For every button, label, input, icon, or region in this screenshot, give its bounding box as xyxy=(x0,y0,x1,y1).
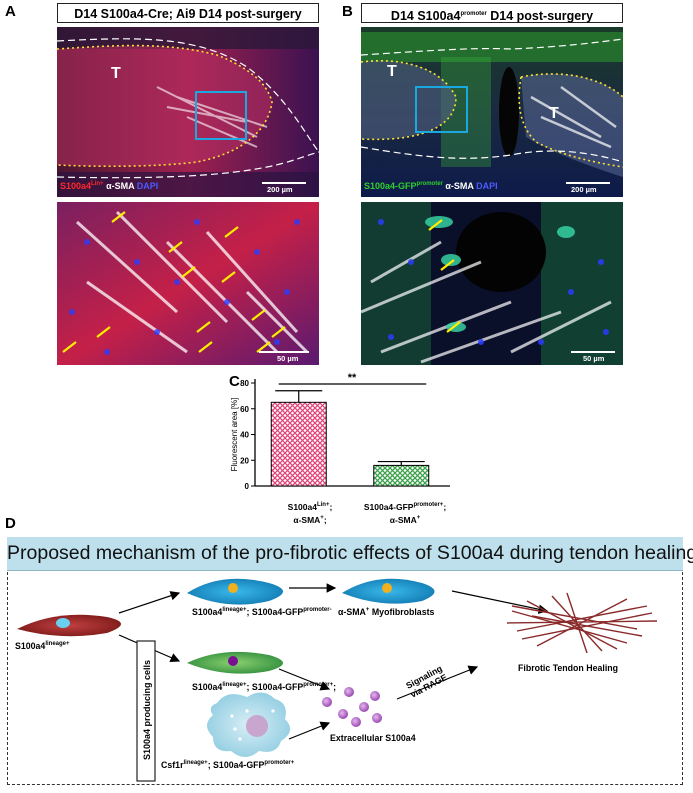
legend-sma: α-SMA xyxy=(106,181,135,191)
blue-fibroblast-icon xyxy=(187,578,283,605)
y-tick-label: 0 xyxy=(245,482,250,491)
bar-1 xyxy=(270,401,327,487)
panel-a-bottom-micrograph xyxy=(57,202,319,365)
mechanism-title: Proposed mechanism of the pro-fibrotic e… xyxy=(7,542,693,564)
label-outcome: Fibrotic Tendon Healing xyxy=(518,663,619,673)
producing-cells-box xyxy=(136,640,156,782)
label-macrophage: Csf1rlineage+; S100a4-GFPpromoter+ xyxy=(161,760,295,770)
panel-b-top-micrograph xyxy=(361,27,623,197)
category-label-1: S100a4Lin+; α-SMA+; xyxy=(287,501,333,525)
arrow-icons xyxy=(62,211,286,353)
tendon-label: T xyxy=(111,65,121,82)
significance-stars: ** xyxy=(348,372,357,384)
legend-dapi: DAPI xyxy=(136,181,159,191)
scale-bar xyxy=(571,351,615,353)
panel-a-letter: A xyxy=(5,3,16,20)
y-tick-label: 80 xyxy=(240,379,249,388)
fibrotic-fibers-icon xyxy=(506,592,658,654)
tendon-label-left: T xyxy=(387,63,397,80)
macrophage-icon xyxy=(207,692,291,757)
y-tick-label: 20 xyxy=(240,456,249,465)
mechanism-diagram xyxy=(17,578,658,782)
bar-2 xyxy=(373,464,430,487)
panel-c-letter: C xyxy=(229,373,240,390)
label-green-cell: S100a4lineage+; S100a4-GFPpromoter+; xyxy=(192,682,337,692)
lineage-cell-icon xyxy=(17,614,121,637)
scale-label: 50 µm xyxy=(277,354,299,363)
panel-a-title: D14 S100a4-Cre; Ai9 D14 post-surgery xyxy=(57,3,319,23)
scale-label: 200 µm xyxy=(267,185,293,194)
panel-b-top-image: T T S100a4-GFPpromoter α-SMA DAPI 200 µm xyxy=(361,27,623,197)
panel-a-top-micrograph xyxy=(57,27,319,197)
panel-a-top-image: T S100a4Lin+ α-SMA DAPI 200 µm xyxy=(57,27,319,197)
legend-dapi: DAPI xyxy=(476,181,498,191)
legend-marker-green: S100a4-GFPpromoter xyxy=(364,181,443,191)
panel-a-legend: S100a4Lin+ α-SMA DAPI xyxy=(60,181,158,191)
panel-b-bottom-micrograph xyxy=(361,202,623,365)
label-blue-cell: S100a4lineage+; S100a4-GFPpromoter- xyxy=(192,607,332,617)
panel-b-legend: S100a4-GFPpromoter α-SMA DAPI xyxy=(364,181,498,191)
y-tick-label: 40 xyxy=(240,431,249,440)
category-label-2: S100a4-GFPpromoter+; α-SMA+ xyxy=(363,501,447,525)
label-producing-cells: S100a4 producing cells xyxy=(142,659,152,761)
scale-bar xyxy=(259,351,309,353)
y-tick-label: 60 xyxy=(240,405,249,414)
scale-label: 200 µm xyxy=(571,185,597,194)
y-axis-label: Fluorescent area [%] xyxy=(230,398,239,472)
green-fibroblast-icon xyxy=(187,651,283,674)
panel-b-bottom-image: 50 µm xyxy=(361,202,623,365)
tendon-label-right: T xyxy=(549,105,559,122)
mechanism-banner: Proposed mechanism of the pro-fibrotic e… xyxy=(7,537,693,571)
legend-marker-red: S100a4Lin+ xyxy=(60,181,104,191)
scale-bar xyxy=(566,182,610,184)
panel-b-title: D14 S100a4promoter D14 post-surgery xyxy=(361,3,623,23)
panel-a-bottom-image: 50 µm xyxy=(57,202,319,365)
panel-d-letter: D xyxy=(5,515,16,532)
panel-b-letter: B xyxy=(342,3,353,20)
legend-sma: α-SMA xyxy=(445,181,474,191)
label-extracellular: Extracellular S100a4 xyxy=(330,733,416,743)
label-myofibroblasts: α-SMA+ Myofibroblasts xyxy=(338,607,435,617)
label-lineage-cell: S100a4lineage+ xyxy=(15,641,70,651)
myofibroblast-icon xyxy=(342,578,435,604)
scale-label: 50 µm xyxy=(583,354,605,363)
extracellular-s100a4-icon xyxy=(322,687,382,727)
arrow-icons xyxy=(428,219,461,333)
inset-box xyxy=(415,86,468,133)
inset-box xyxy=(195,91,247,140)
scale-bar xyxy=(262,182,306,184)
